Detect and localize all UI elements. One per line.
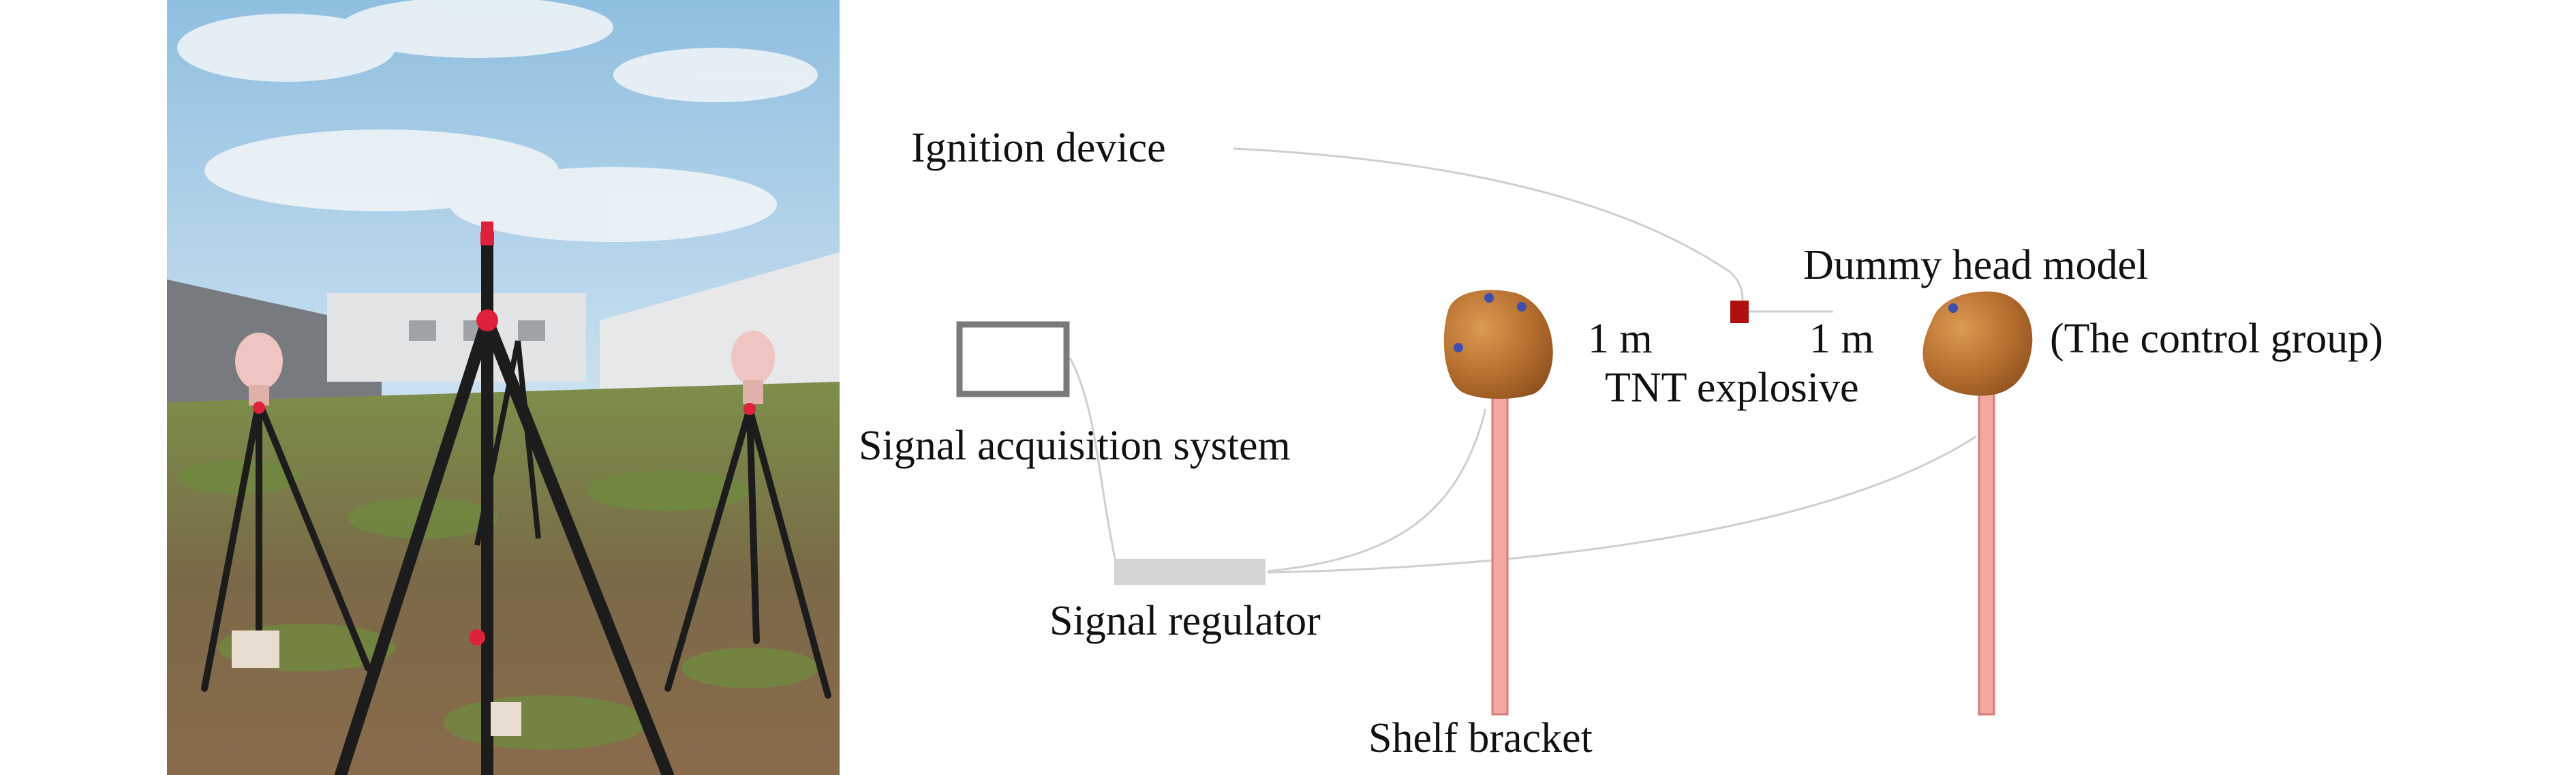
ignition-wire: [1233, 147, 1744, 313]
sensor-dot: [1484, 293, 1494, 303]
shelf-bracket-left: [1491, 387, 1509, 716]
distance-right-label: 1 m: [1809, 316, 1874, 362]
left-sensor-wire: [1267, 408, 1487, 573]
sensor-dot: [1517, 302, 1527, 311]
connection-wires: [1069, 147, 1977, 574]
distance-left-label: 1 m: [1588, 316, 1653, 362]
acquisition-wire: [1069, 357, 1119, 572]
shelf-bracket-right: [1978, 387, 1995, 716]
sensor-dot: [1948, 303, 1958, 313]
signal-acquisition-system-box: [956, 321, 1070, 397]
control-group-label: (The control group): [2050, 316, 2383, 362]
right-sensor-wire: [1267, 435, 1977, 574]
sensor-dot: [1454, 343, 1463, 352]
signal-regulator-box: [1114, 559, 1266, 585]
dummy-head-left: [1443, 290, 1553, 399]
signal-regulator-label: Signal regulator: [1049, 598, 1321, 644]
shelf-bracket-label: Shelf bracket: [1368, 715, 1593, 761]
dummy-head-right: [1922, 291, 2033, 396]
tnt-explosive-block: [1730, 301, 1749, 323]
tnt-explosive-label: TNT explosive: [1605, 365, 1859, 411]
signal-acquisition-system-label: Signal acquisition system: [859, 423, 1291, 469]
dummy-head-model-label: Dummy head model: [1803, 242, 2149, 288]
ignition-device-label: Ignition device: [911, 125, 1166, 171]
field-test-photo: [167, 0, 840, 775]
